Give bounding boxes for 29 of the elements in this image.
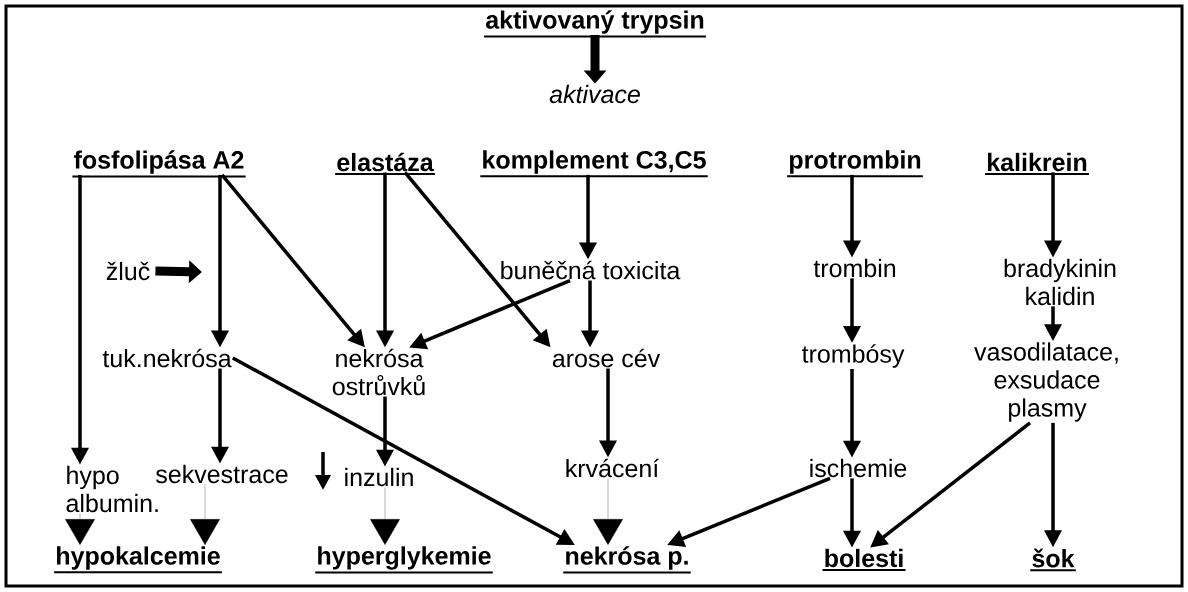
term-text: inzulin (345, 467, 413, 487)
term-text: krvácení (566, 458, 660, 478)
term-text: trombin (813, 258, 896, 278)
arrow (65, 513, 95, 545)
heading-text: nekrósa p. (562, 546, 692, 574)
heading-text: elastáza (334, 152, 436, 175)
term-text: vasodilatace, exsudace plasmy (974, 342, 1118, 422)
heading-text: komplement C3,C5 (479, 150, 709, 178)
term-text: sekvestrace (156, 464, 288, 484)
heading-text: kalikrein (984, 152, 1090, 175)
term-text: ischemie (810, 458, 907, 478)
step-text: aktivace (549, 84, 640, 104)
heading-text: protrombin (786, 150, 924, 178)
heading-text: šok (1029, 548, 1077, 572)
arrow (370, 487, 400, 545)
arrow (593, 478, 623, 545)
heading-text: hyperglykemie (314, 546, 494, 574)
arrow (190, 484, 220, 545)
term-text: trombósy (802, 344, 905, 368)
heading-text: hypokalcemie (53, 546, 223, 574)
term-text: tuk.nekrósa (102, 348, 232, 368)
heading-text: fosfolipása A2 (71, 150, 247, 178)
heading-text: aktivovaný trypsin (483, 10, 707, 38)
term-text: arose cév (552, 348, 661, 368)
term-text: nekrósa ostrůvků (332, 348, 425, 396)
term-text: bradykinin kalidin (1004, 258, 1116, 306)
heading-text: bolesti (821, 548, 907, 571)
term-text: buněčná toxicita (501, 260, 681, 280)
term-text: žluč (106, 261, 150, 281)
